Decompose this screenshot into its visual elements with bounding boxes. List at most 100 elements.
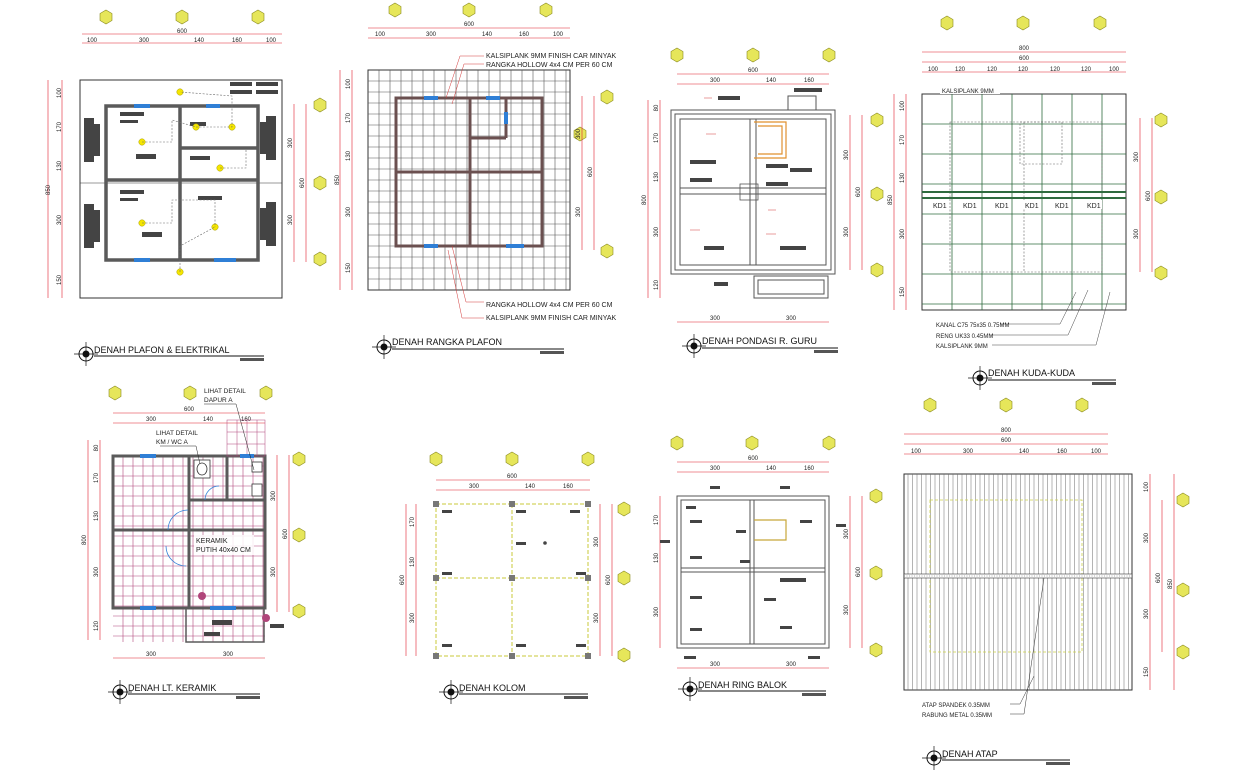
grid-bubbles	[670, 47, 884, 278]
dim-bottom-2: 300	[786, 316, 797, 322]
dim-left-total: 850	[335, 174, 341, 185]
walls	[104, 104, 260, 262]
dim-left-2: 170	[654, 132, 660, 143]
grid-bubbles	[670, 435, 883, 658]
dim-top-4: 160	[1057, 449, 1068, 455]
dim-right-1: 300	[271, 490, 277, 501]
kd-labels: KD1 KD1 KD1 KD1 KD1 KD1	[928, 200, 1102, 210]
dim-top-1: 100	[87, 38, 98, 44]
leader-lines	[445, 55, 484, 319]
panel-plafon: 600 100 300 140 160 100 850 100 170 130 …	[46, 9, 327, 366]
dimension-lines	[87, 412, 290, 659]
panel-title: DENAH KUDA-KUDA	[988, 368, 1075, 378]
dim-right-2: 300	[1134, 228, 1140, 239]
dim-right-total: 600	[606, 574, 612, 585]
dim-right-1: 300	[594, 536, 600, 547]
dim-top-1: 100	[911, 449, 922, 455]
note-wc-1: LIHAT DETAIL	[156, 430, 198, 437]
dim-left-total: 850	[888, 194, 894, 205]
panel-rangka: 600 100 300 140 160 100 850 100 170 130 …	[335, 2, 617, 359]
dim-top-1: 300	[146, 417, 157, 423]
dim-top-6: 120	[1081, 67, 1092, 73]
dim-right-total: 600	[283, 528, 289, 539]
dim-right-total: 600	[300, 177, 306, 188]
plafon-outline	[79, 79, 283, 299]
dimension-lines	[647, 73, 863, 323]
dim-left-1: 100	[346, 78, 352, 89]
dimension-lines	[339, 27, 595, 290]
windows	[140, 454, 254, 610]
note-wc-2: KM / WC A	[156, 439, 188, 446]
title-block: DENAH KOLOM	[439, 680, 588, 704]
grid-bubbles	[429, 451, 631, 663]
dim-left-3: 130	[346, 150, 352, 161]
dim-right-total: 600	[1146, 190, 1152, 201]
dim-left-3: 300	[654, 606, 660, 617]
dim-bottom-1: 300	[710, 316, 721, 322]
dim-left-2: 170	[57, 121, 63, 132]
panel-title: DENAH PONDASI R. GURU	[702, 336, 817, 346]
ridge-cap	[903, 573, 1133, 579]
windows	[424, 96, 524, 248]
dim-top-5: 100	[1091, 449, 1102, 455]
walls	[111, 454, 267, 610]
note-bottom-2: KALSIPLANK 9MM FINISH CAR MINYAK	[486, 315, 617, 322]
note-dapur-2: DAPUR A	[204, 397, 233, 404]
note-bottom-3: KALSIPLANK 9MM	[936, 344, 988, 350]
dim-bottom-2: 300	[786, 662, 797, 668]
dim-top-3: 160	[563, 484, 574, 490]
dim-right-1: 300	[844, 149, 850, 160]
note-dapur-1: LIHAT DETAIL	[204, 388, 246, 395]
truss-line	[922, 191, 1126, 199]
foundation-walls	[670, 95, 836, 299]
dim-total: 600	[464, 22, 475, 28]
dim-top-outer: 800	[1001, 428, 1012, 434]
dim-top-total: 600	[1001, 438, 1012, 444]
panel-title: DENAH KOLOM	[459, 683, 526, 693]
dim-total: 600	[507, 474, 518, 480]
windows	[134, 104, 236, 262]
dim-top-1: 300	[710, 466, 721, 472]
ring-beams	[676, 495, 830, 649]
leader-lines	[1010, 577, 1045, 715]
title-block: DENAH KUDA-KUDA	[968, 366, 1116, 390]
panel-ring: 600 300 140 160 170 130 300 300 300 600 …	[654, 435, 883, 701]
kuda-outline	[921, 93, 1127, 311]
kd-label-2: KD1	[963, 203, 977, 210]
dim-right-2: 300	[844, 226, 850, 237]
dim-total: 600	[748, 68, 759, 74]
dim-bottom-1: 300	[146, 652, 157, 658]
dim-right-1: 300	[1134, 151, 1140, 162]
dim-top-7: 100	[1109, 67, 1120, 73]
dim-top-2: 300	[426, 32, 437, 38]
dim-top-4: 120	[1018, 67, 1029, 73]
dim-left-total: 850	[46, 184, 52, 195]
dim-left-2: 130	[654, 552, 660, 563]
dim-left-1: 170	[654, 514, 660, 525]
dimension-lines	[893, 51, 1153, 310]
room-labels	[690, 88, 822, 286]
dim-left-1: 170	[410, 516, 416, 527]
grid-bubbles	[99, 9, 327, 267]
dim-top-4: 160	[519, 32, 530, 38]
dim-right-total: 600	[856, 566, 862, 577]
dim-right-outer: 850	[1168, 578, 1174, 589]
dim-left-3: 130	[654, 171, 660, 182]
grid-bubbles	[388, 2, 614, 259]
wc-fixtures	[193, 459, 263, 497]
panel-atap: 800 600 100 300 140 160 100 100 300 300 …	[903, 397, 1190, 770]
dimension-lines	[47, 33, 307, 298]
column-tags	[442, 510, 586, 647]
title-block: DENAH PLAFON & ELEKTRIKAL	[74, 342, 264, 366]
furniture-blocks	[84, 82, 278, 248]
note-top-1: KALSIPLANK 9MM FINISH CAR MINYAK	[486, 53, 617, 60]
leader-lines	[990, 289, 1111, 346]
dim-top-2: 140	[766, 78, 777, 84]
note-bottom-1: KANAL C75 75x35 0.75MM	[936, 323, 1009, 329]
panel-title: DENAH PLAFON & ELEKTRIKAL	[94, 345, 230, 355]
dim-top-3: 140	[194, 38, 205, 44]
dim-top-2: 300	[139, 38, 150, 44]
dim-left-total: 800	[642, 194, 648, 205]
dim-right-1: 300	[576, 128, 582, 139]
title-block: DENAH RANGKA PLAFON	[372, 335, 564, 359]
